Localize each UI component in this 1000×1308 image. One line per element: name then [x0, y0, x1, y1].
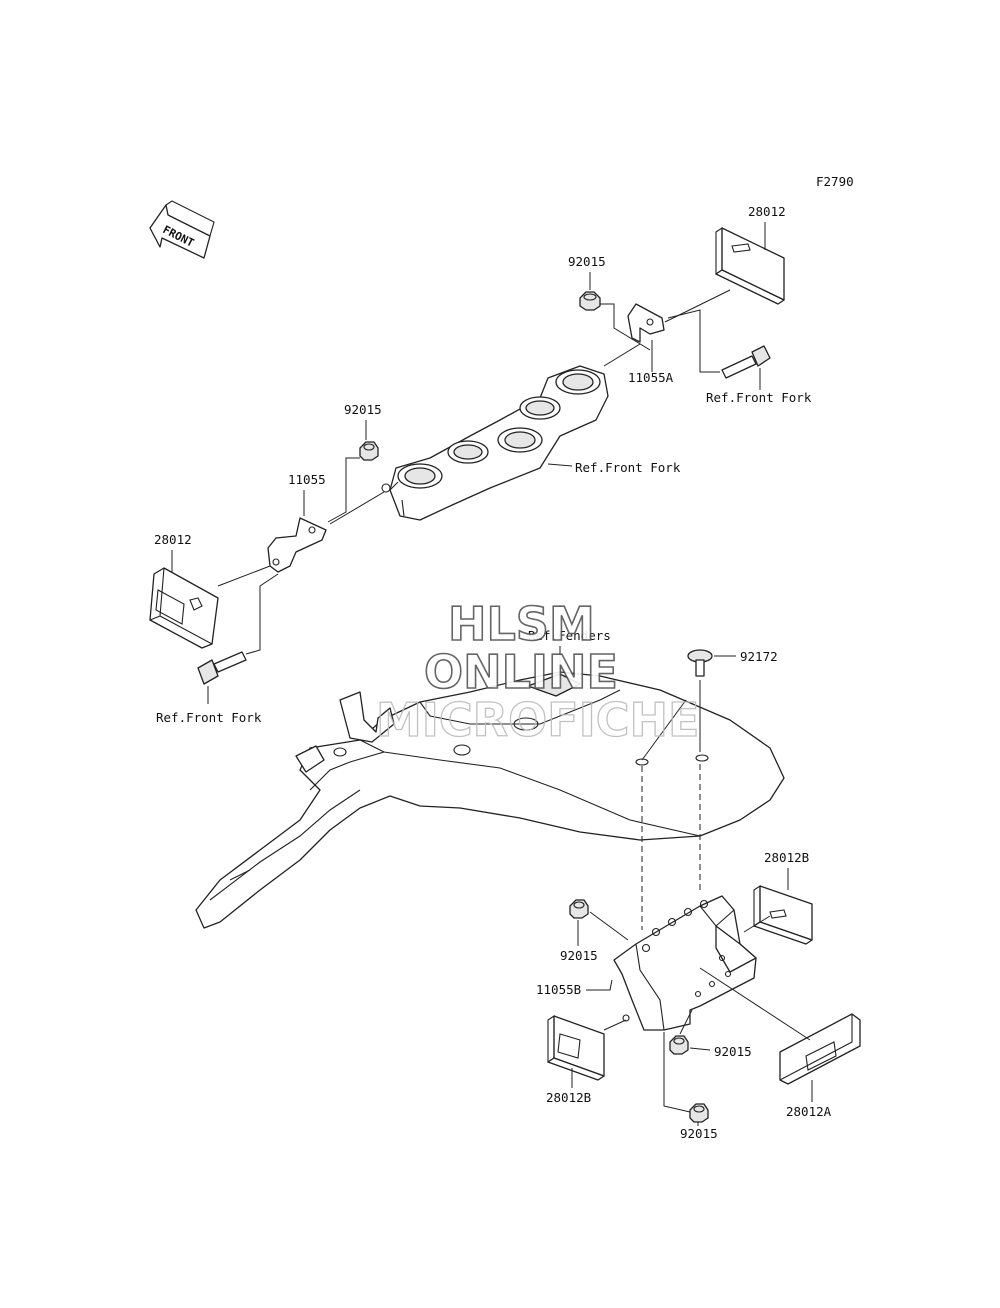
reflector-upper-left	[149, 567, 219, 649]
reflector-side-right	[753, 884, 813, 945]
label-92015-lower-left: 92015	[560, 948, 598, 963]
nut-upper-left	[359, 441, 379, 461]
figure-code: F2790	[816, 174, 854, 189]
label-11055B: 11055B	[536, 982, 581, 997]
label-ref-front-fork-lower-left: Ref.Front Fork	[156, 710, 262, 725]
label-28012B-right: 28012B	[764, 850, 809, 865]
bolt-lower-left	[197, 651, 247, 685]
watermark-line-2: ONLINE	[424, 645, 618, 699]
label-28012A: 28012A	[786, 1104, 832, 1119]
label-92172: 92172	[740, 649, 778, 664]
bracket-lower	[613, 895, 757, 1031]
nut-upper-right	[579, 291, 601, 311]
label-28012-upper: 28012	[748, 204, 786, 219]
label-92015-lower-mid: 92015	[714, 1044, 752, 1059]
label-92015-bottom: 92015	[680, 1126, 718, 1141]
label-ref-front-fork-upper-right: Ref.Front Fork	[706, 390, 812, 405]
label-ref-fenders: Ref.Fenders	[528, 628, 611, 643]
front-direction-arrow: FRONT	[149, 200, 215, 259]
bracket-upper-right	[627, 303, 665, 343]
watermark: HLSM ONLINE MICROFICHE	[375, 596, 700, 747]
watermark-line-3: MICROFICHE	[376, 693, 699, 747]
nut-lower-left	[569, 899, 589, 919]
fork-lower-clamp	[381, 365, 609, 521]
bracket-upper-left	[267, 517, 327, 573]
reflector-front	[779, 1013, 861, 1085]
watermark-line-1: HLSM	[448, 597, 595, 651]
label-ref-front-fork-clamp: Ref.Front Fork	[575, 460, 681, 475]
label-92015-upper-right: 92015	[568, 254, 606, 269]
reflector-upper-right	[715, 226, 785, 305]
nut-bottom	[689, 1103, 709, 1123]
nut-lower-mid	[669, 1035, 689, 1055]
bolt-upper-right	[721, 345, 771, 379]
reflector-side-left	[547, 1014, 605, 1081]
label-28012B-left: 28012B	[546, 1090, 591, 1105]
screw-92172	[687, 649, 713, 677]
label-11055A: 11055A	[628, 370, 674, 385]
label-11055: 11055	[288, 472, 326, 487]
front-fender	[195, 671, 785, 929]
label-92015-upper-left: 92015	[344, 402, 382, 417]
label-28012-upper-left: 28012	[154, 532, 192, 547]
